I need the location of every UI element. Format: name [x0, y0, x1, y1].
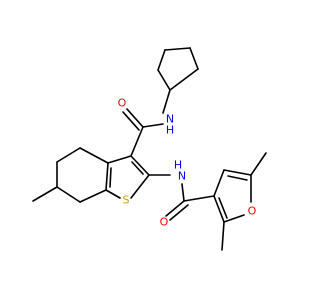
bond: [130, 155, 150, 176]
bond: [157, 69, 171, 91]
bond: [223, 214, 245, 223]
bond: [223, 169, 252, 176]
oxygen-atom-label: O: [248, 205, 257, 218]
hydrogen-atom-label: H: [174, 159, 182, 172]
bond: [218, 197, 228, 219]
bond: [56, 147, 81, 163]
bond: [142, 123, 164, 128]
bond: [213, 169, 225, 197]
bond: [213, 195, 225, 223]
molecule-diagram: O N H N H S O O: [32, 47, 267, 251]
bond: [130, 174, 150, 199]
bond: [157, 49, 166, 71]
nitrogen-atom-label: N: [166, 113, 174, 126]
nitrogen-atom-label: N: [178, 170, 186, 183]
bond: [169, 204, 189, 221]
bond: [130, 126, 144, 157]
bond: [56, 186, 81, 203]
bond: [107, 155, 132, 164]
structure-svg: O N H N H S O O: [32, 47, 267, 251]
bond: [79, 147, 109, 164]
bond: [105, 162, 109, 191]
bond: [79, 189, 107, 203]
bond: [162, 89, 171, 114]
bond: [250, 152, 267, 176]
bond: [169, 68, 199, 91]
bond: [181, 183, 185, 202]
bond: [189, 47, 199, 70]
bonds: [32, 47, 267, 251]
hydrogen-atom-label: H: [166, 124, 174, 137]
oxygen-atom-label: O: [160, 216, 169, 229]
bond: [131, 161, 144, 175]
bond: [183, 195, 215, 202]
sulfur-atom-label: S: [123, 194, 130, 207]
oxygen-atom-label: O: [118, 97, 127, 110]
bond: [32, 186, 58, 202]
bond: [164, 47, 191, 51]
bond: [227, 175, 248, 181]
bond: [165, 200, 185, 217]
bond: [221, 221, 225, 251]
bond: [126, 108, 144, 128]
atom-labels: O N H N H S O O: [118, 97, 257, 229]
bond: [122, 111, 140, 131]
bond: [105, 189, 121, 199]
bond: [109, 167, 112, 188]
